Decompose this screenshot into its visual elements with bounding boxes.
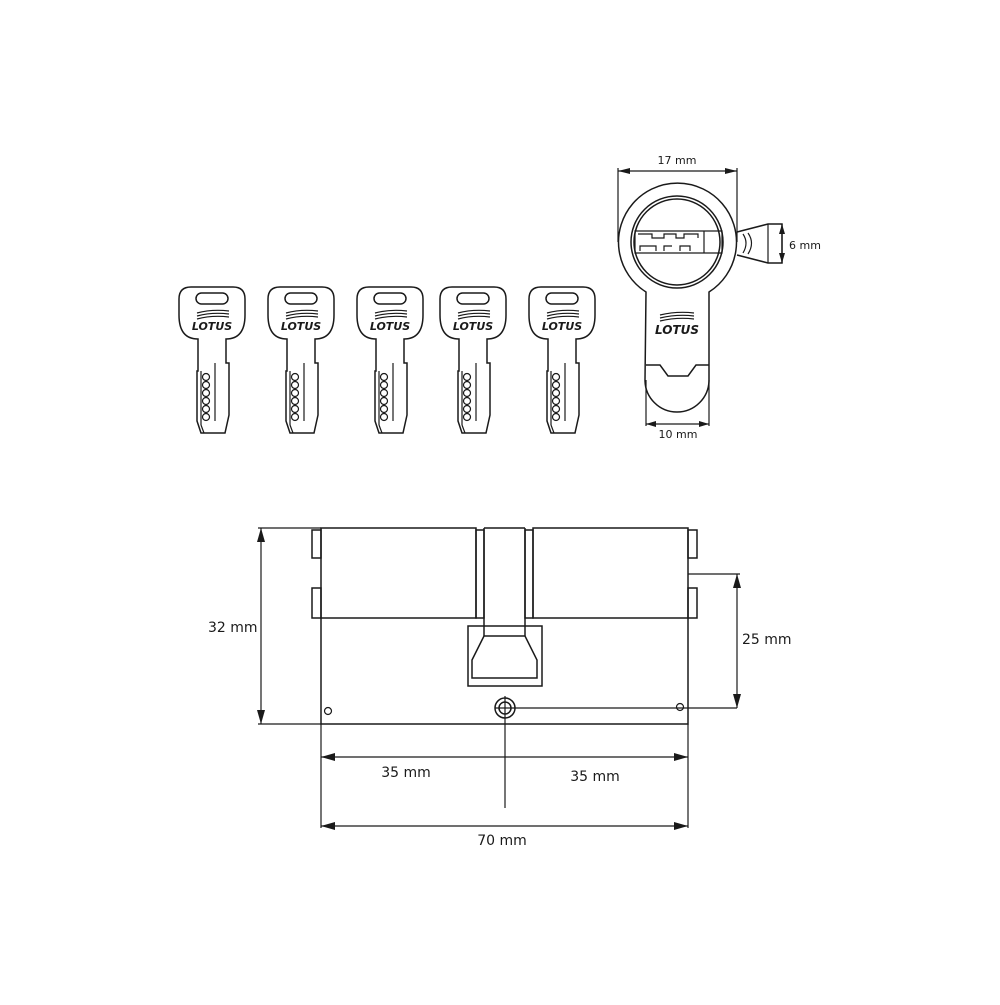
dim-total-length: 70 mm [321, 822, 688, 849]
dim-front-width: 17 mm [618, 154, 737, 174]
key-logo-text: LOTUS [192, 320, 232, 333]
dim-bottom-width: 10 mm [646, 421, 709, 441]
dim-cam-height: 6 mm [779, 224, 821, 263]
key-logo-text: LOTUS [453, 320, 493, 333]
cylinder-side-view [258, 527, 740, 828]
dim-left-length-label: 35 mm [381, 765, 431, 781]
cylinder-front-view: LOTUS [617, 168, 783, 426]
key-1: LOTUS [178, 286, 246, 434]
front-logo-text: LOTUS [655, 323, 699, 337]
dim-right-length: 35 mm [505, 753, 688, 785]
key-3: LOTUS [356, 286, 424, 434]
key-2: LOTUS [267, 286, 335, 434]
dim-center-to-top: 25 mm [733, 574, 792, 708]
dim-cam-height-label: 6 mm [789, 239, 821, 252]
key-logo-text: LOTUS [542, 320, 582, 333]
key-logo-text: LOTUS [281, 320, 321, 333]
dim-front-width-label: 17 mm [658, 154, 697, 167]
key-4: LOTUS [439, 286, 507, 434]
dim-bottom-width-label: 10 mm [659, 428, 698, 441]
dim-total-length-label: 70 mm [477, 833, 527, 849]
dim-body-height-label: 32 mm [208, 620, 258, 636]
key-5: LOTUS [528, 286, 596, 434]
dim-left-length: 35 mm [321, 753, 505, 781]
dim-body-height: 32 mm [208, 528, 265, 724]
key-logo-text: LOTUS [370, 320, 410, 333]
dim-center-to-top-label: 25 mm [742, 632, 792, 648]
dim-right-length-label: 35 mm [570, 769, 620, 785]
